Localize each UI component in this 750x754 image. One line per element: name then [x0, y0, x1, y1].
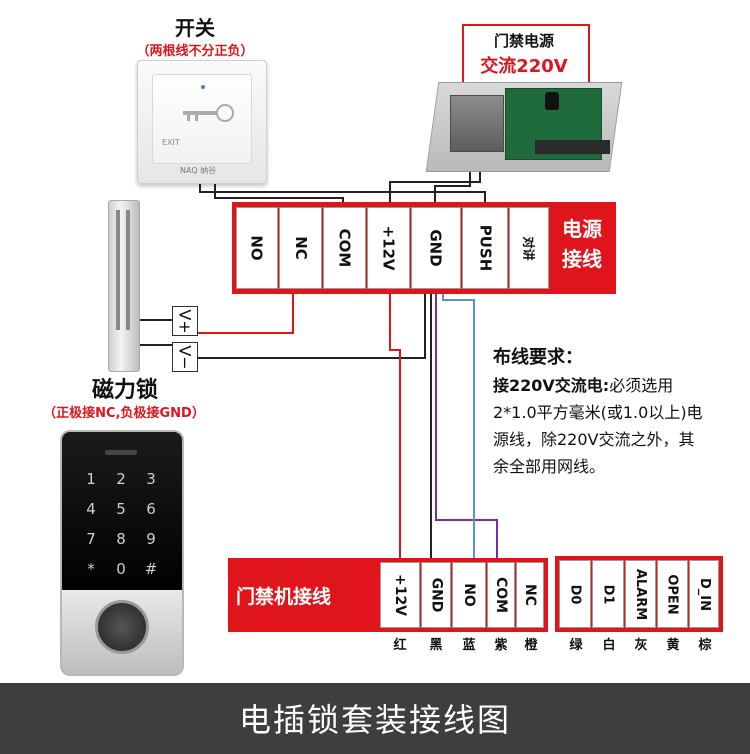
lock-subtitle: （正极接NC,负极接GND）	[43, 406, 205, 421]
purple-wire	[435, 289, 498, 562]
terminal-12v: +12V	[367, 207, 410, 289]
keypad-key: 1	[86, 470, 96, 488]
switch-wire-1	[199, 182, 486, 207]
requirements-text: 必须选用2*1.0平方毫米(或1.0以上)电源线，除220V交流之外，其余全部用…	[493, 376, 703, 476]
key-icon	[183, 85, 234, 122]
magnetic-lock	[108, 200, 140, 372]
keypad-key: *	[87, 560, 95, 578]
fingerprint-sensor	[95, 600, 149, 654]
lock-title: 磁力锁	[91, 378, 158, 403]
wiring-requirements-body: 接220V交流电:必须选用2*1.0平方毫米(或1.0以上)电源线，除220V交…	[493, 372, 708, 480]
access-keypad	[60, 430, 184, 592]
wire-color-label: 黄	[666, 638, 680, 653]
ctrl-terminal-gnd: GND	[421, 562, 451, 628]
footer-title: 电插锁套装接线图	[238, 701, 511, 739]
keypad-key: #	[144, 560, 158, 578]
ctrl-terminal-12v: +12V	[380, 562, 420, 628]
psu-terminal-strip	[535, 140, 610, 154]
wire-color-label: 棕	[698, 638, 712, 653]
power-terminal-title: 电源 接线	[562, 217, 602, 271]
controller-terminal-title: 门禁机接线	[236, 586, 332, 608]
keypad-key: 9	[146, 530, 156, 548]
wire-color-label: 紫	[494, 638, 508, 653]
ctrl-terminal-no: NO	[452, 562, 486, 628]
wire-color-label: 蓝	[462, 638, 476, 653]
keypad-key: 8	[116, 530, 126, 548]
switch-exit-text: EXIT	[162, 138, 180, 147]
psu-label-line1: 门禁电源	[493, 32, 554, 50]
lock-groove	[126, 210, 130, 330]
psu-transformer	[450, 95, 504, 152]
psu-wire-1	[434, 168, 471, 207]
ctrl-terminal-nc: NC	[516, 562, 544, 628]
wire-color-label: 橙	[524, 638, 538, 653]
red-wire	[389, 289, 401, 562]
wiring-requirements-title: 布线要求：	[493, 347, 583, 368]
requirements-bold: 接220V交流电:	[493, 376, 610, 395]
terminal-d0: D0	[559, 560, 591, 628]
keypad-key: 7	[86, 530, 96, 548]
terminal-d-in: D_IN	[689, 560, 719, 628]
exit-switch-button	[152, 74, 252, 164]
terminal-open: OPEN	[657, 560, 688, 628]
switch-brand: NAQ 纳谷	[180, 166, 217, 175]
psu-capacitor	[545, 92, 559, 110]
footer-bar	[0, 683, 750, 754]
terminal-intercom: 对讲	[509, 207, 549, 289]
psu-label-line2: 交流220V	[480, 56, 568, 77]
keypad-key: 5	[116, 500, 126, 518]
wire-color-label: 绿	[569, 638, 583, 653]
keypad-key: 3	[146, 470, 156, 488]
wire-color-label: 白	[602, 638, 616, 653]
lock-vplus-wire	[198, 289, 294, 334]
wire-color-label: 黑	[429, 638, 443, 653]
psu-wire-2	[389, 168, 481, 207]
terminal-push: PUSH	[462, 207, 508, 289]
keypad-indicator	[105, 450, 137, 455]
terminal-gnd: GND	[411, 207, 461, 289]
lock-groove	[116, 210, 120, 330]
blue-wire	[442, 289, 475, 562]
wire-color-label: 红	[393, 638, 407, 653]
keypad-key: 0	[116, 560, 126, 578]
lock-v-plus: V+	[172, 306, 198, 336]
lock-vminus-wire	[198, 289, 426, 359]
switch-subtitle: （两根线不分正负）	[136, 44, 254, 59]
terminal-no: NO	[236, 207, 278, 289]
keypad-key: 2	[116, 470, 126, 488]
switch-title: 开关	[175, 16, 215, 40]
keypad-key: 6	[146, 500, 156, 518]
terminal-d1: D1	[592, 560, 624, 628]
ctrl-terminal-com: COM	[487, 562, 515, 628]
lock-v-minus: V−	[172, 342, 198, 372]
keypad-key: 4	[86, 500, 96, 518]
terminal-com: COM	[323, 207, 366, 289]
terminal-alarm: ALARM	[625, 560, 656, 628]
wire-color-label: 灰	[634, 638, 648, 653]
terminal-nc: NC	[279, 207, 322, 289]
